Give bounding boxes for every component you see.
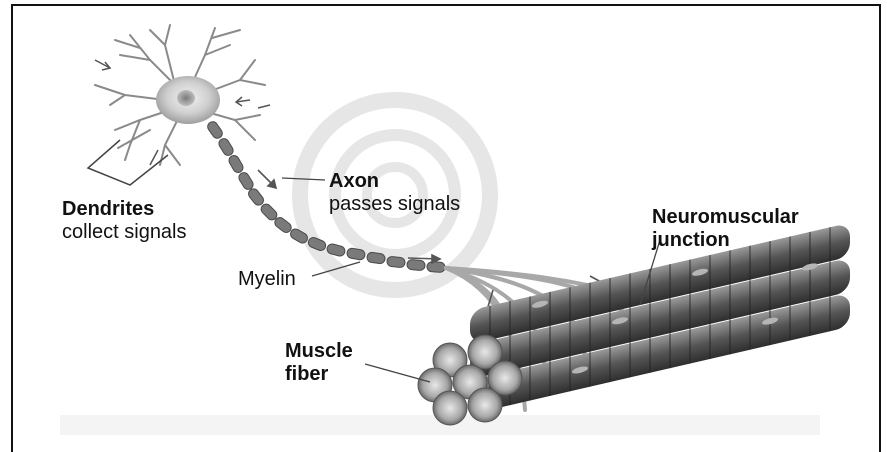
- myelin-label: Myelin: [238, 268, 296, 291]
- muscle-leader-line: [365, 364, 430, 382]
- muscle-fiber-bundle: [418, 223, 850, 425]
- muscle-title: Muscle: [285, 340, 353, 363]
- axon-description: passes signals: [329, 193, 460, 216]
- junction-title: junction: [652, 229, 730, 252]
- dendrites-description: collect signals: [62, 221, 187, 244]
- fiber-title: fiber: [285, 363, 328, 386]
- dendrites-callout-line: [88, 140, 168, 185]
- neuromuscular-title: Neuromuscular: [652, 206, 799, 229]
- nucleus: [177, 90, 195, 106]
- axon-title: Axon: [329, 170, 379, 193]
- dendrites-title: Dendrites: [62, 198, 154, 221]
